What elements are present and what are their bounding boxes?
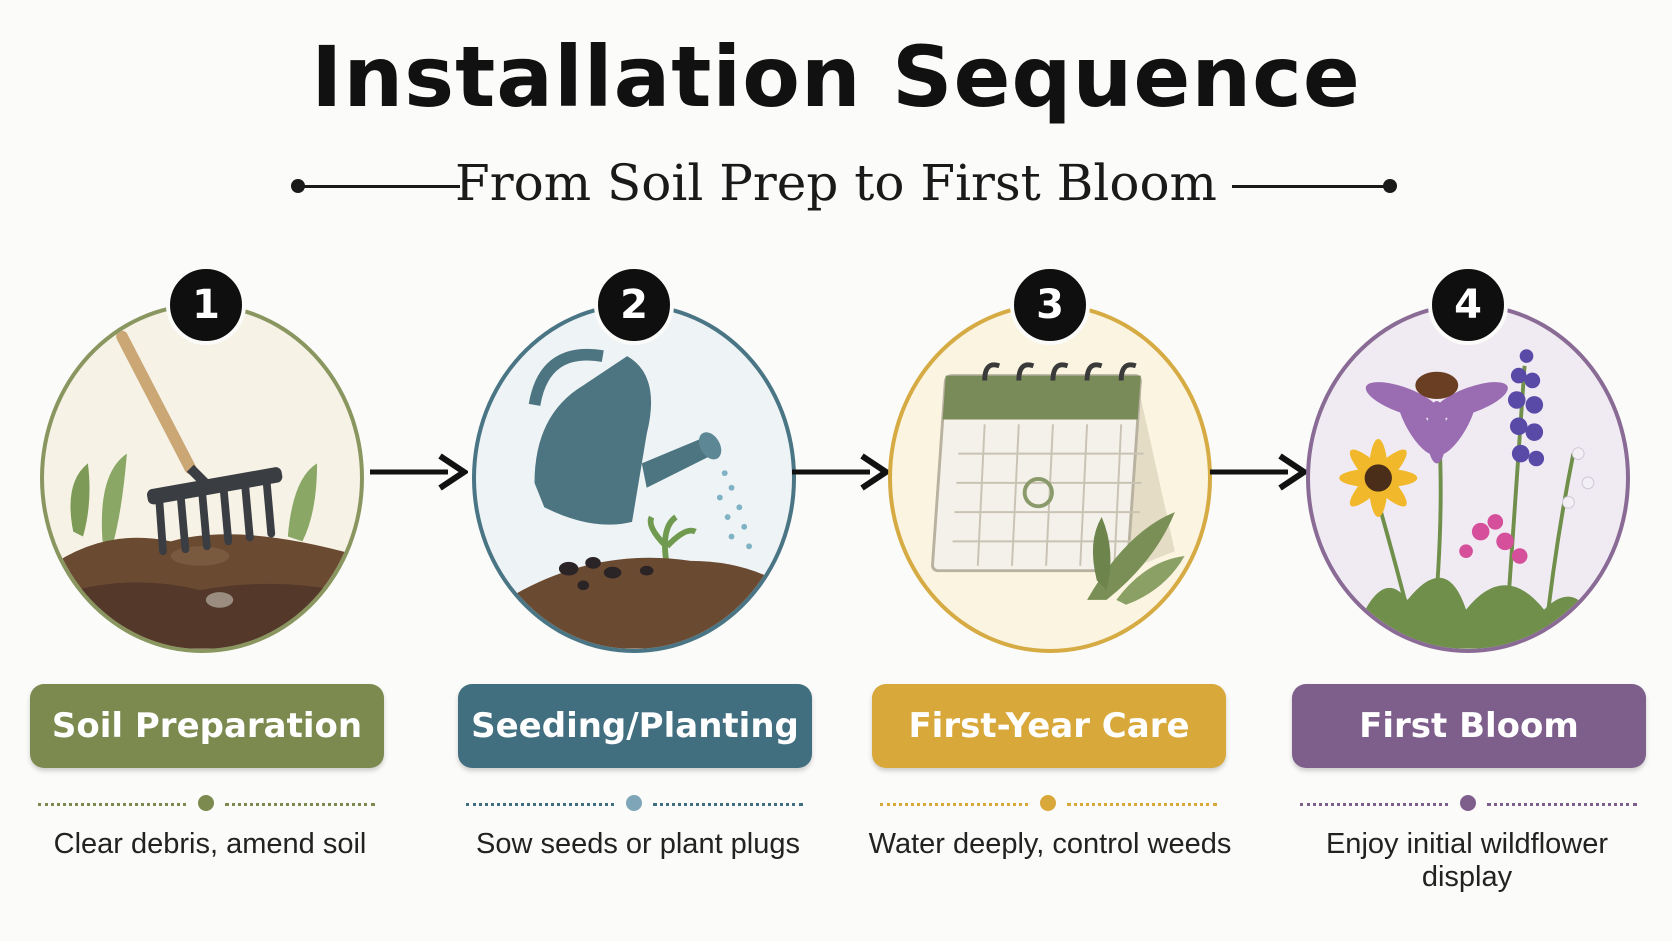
step-4-illustration — [1306, 303, 1630, 653]
step-2-description: Sow seeds or plant plugs — [475, 828, 801, 860]
step-2-label: Seeding/Planting — [458, 684, 812, 768]
step-3-description: Water deeply, control weeds — [868, 828, 1232, 860]
step-2-dotted-rule-right — [653, 803, 803, 806]
step-4-dotted-rule-right — [1487, 803, 1637, 806]
step-3-label: First-Year Care — [872, 684, 1226, 768]
page-title: Installation Sequence — [311, 28, 1361, 126]
step-4-label: First Bloom — [1292, 684, 1646, 768]
step-4: 4 First Bloom Enjoy initial wildflower d… — [1292, 0, 1652, 941]
step-2-illustration — [472, 303, 796, 653]
step-4-dotted-rule-left — [1300, 803, 1448, 806]
page-subtitle: From Soil Prep to First Bloom — [455, 154, 1217, 212]
step-1-dotted-rule-left — [38, 803, 186, 806]
step-3-dotted-rule-left — [880, 803, 1028, 806]
arrow-3-to-4 — [1210, 453, 1308, 491]
step-4-description: Enjoy initial wildflower display — [1325, 828, 1609, 893]
rule-dot-right — [1383, 179, 1397, 193]
step-2-number-badge: 2 — [594, 265, 674, 345]
rule-left — [298, 185, 460, 188]
calendar-icon — [931, 362, 1185, 605]
subtitle-row: From Soil Prep to First Bloom — [0, 150, 1672, 220]
step-1-number-badge: 1 — [166, 265, 246, 345]
rule-right — [1232, 185, 1392, 188]
arrow-2-to-3 — [792, 453, 890, 491]
step-4-dot — [1460, 795, 1476, 811]
step-2-dotted-rule-left — [466, 803, 614, 806]
step-1-dot — [198, 795, 214, 811]
arrow-1-to-2 — [370, 453, 468, 491]
step-2-dot — [626, 795, 642, 811]
step-1: 1 Soil Preparation Clear debris, amend s… — [30, 0, 390, 941]
rake-soil-icon — [44, 330, 360, 649]
step-1-dotted-rule-right — [225, 803, 375, 806]
step-1-illustration — [40, 303, 364, 653]
step-2: 2 Seeding/Planting Sow seeds or plant pl… — [458, 0, 818, 941]
step-1-description: Clear debris, amend soil — [53, 828, 367, 860]
step-3-number-badge: 3 — [1010, 265, 1090, 345]
step-1-label: Soil Preparation — [30, 684, 384, 768]
wildflowers-icon — [1339, 349, 1603, 649]
step-4-number-badge: 4 — [1428, 265, 1508, 345]
step-3-dot — [1040, 795, 1056, 811]
watering-can-icon — [505, 348, 792, 649]
step-3-dotted-rule-right — [1067, 803, 1217, 806]
step-3: 3 First-Year Care Water deeply, control … — [869, 0, 1232, 941]
step-3-illustration — [888, 303, 1212, 653]
